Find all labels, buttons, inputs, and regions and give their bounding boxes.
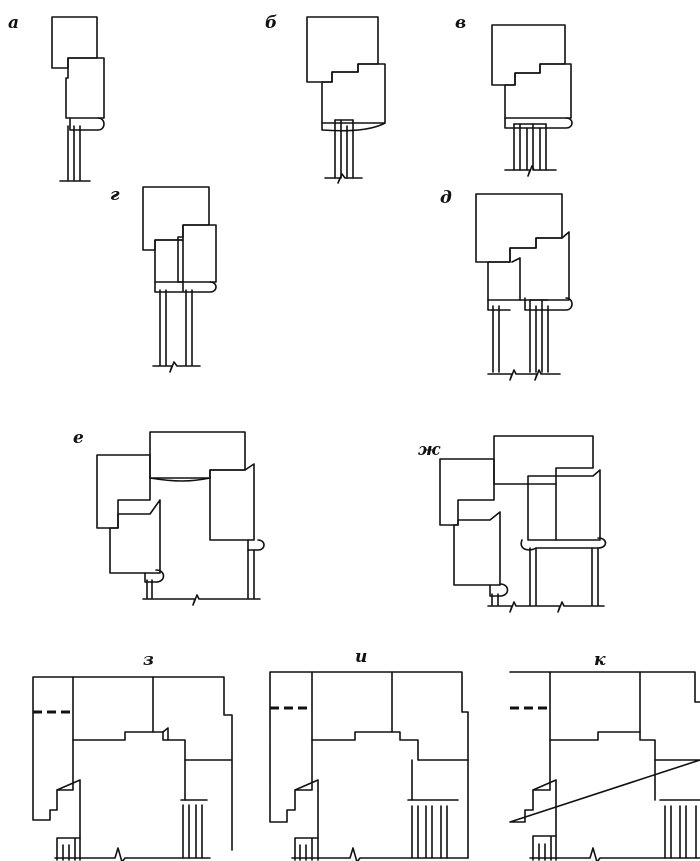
variant-z: з	[32, 650, 233, 861]
variant-g: г	[110, 185, 217, 373]
variant-b: б	[265, 13, 386, 184]
label-b: б	[265, 13, 277, 33]
variant-v: в	[455, 13, 573, 177]
label-a: а	[8, 13, 19, 33]
label-k: к	[594, 650, 606, 670]
label-d: д	[440, 188, 452, 208]
label-e: е	[73, 428, 84, 448]
label-zh: ж	[418, 440, 441, 460]
variant-i: и	[269, 647, 469, 861]
label-g: г	[110, 185, 120, 205]
variant-d: д	[440, 188, 573, 381]
variant-zh: ж	[418, 435, 607, 613]
label-i: и	[355, 647, 367, 667]
variant-e: е	[73, 428, 265, 606]
label-v: в	[455, 13, 466, 33]
variant-k: к	[509, 650, 700, 861]
variant-a: а	[8, 13, 105, 182]
label-z: з	[143, 650, 154, 670]
